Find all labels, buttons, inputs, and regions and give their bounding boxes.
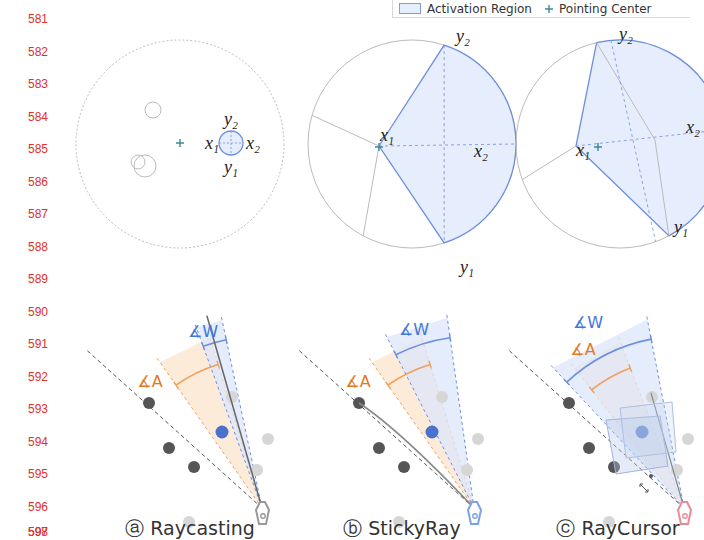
panel-caption: ⓑ StickyRay [343,519,461,538]
legend: Activation Region Pointing Center [392,0,690,18]
line-number: 582 [28,46,48,58]
axis-label: x₂ [246,134,260,152]
pointing-center [594,143,602,151]
legend-item: Activation Region [399,2,532,16]
legend-text: Pointing Center [559,2,652,16]
legend-text: Activation Region [427,2,532,16]
axis-label: x₁ [205,134,219,152]
angle-label: ∡W [573,315,603,331]
panel-caption: ⓐ Raycasting [125,519,255,538]
ray-panel [509,314,694,528]
line-number: 587 [28,208,48,220]
angle-label: ∡W [399,322,429,338]
axis-label: y₂ [619,25,633,43]
raycursor-region [516,40,704,248]
axis-label: x₁ [576,141,590,159]
line-number: 584 [28,111,48,123]
legend-item: Pointing Center [544,2,652,16]
line-number: 588 [28,241,48,253]
angle-label: ∡A [137,374,162,390]
axis-label: y₁ [674,218,688,236]
panel-caption: ⓒ RayCursor [556,519,679,538]
line-number: 596 [28,501,48,513]
line-number: 590 [28,306,48,318]
axis-label: y₂ [456,27,470,45]
axis-label: y₂ [224,110,238,128]
line-number: 592 [28,371,48,383]
pointing-center [176,139,184,147]
raycasting-region [76,40,284,248]
axis-label: x₁ [380,126,394,144]
line-number: 583 [28,78,48,90]
axis-label: y₁ [224,158,238,176]
line-number: 581 [28,13,48,25]
line-number: 589 [28,273,48,285]
angle-label: ∡A [345,374,370,390]
legend-symbol [544,4,554,14]
line-number: 598 [28,526,48,538]
stickyray-region [308,40,516,248]
pointing-center [375,143,383,151]
line-number: 595 [28,468,48,480]
line-number: 585 [28,143,48,155]
angle-label: ∡A [570,342,595,358]
ray-panel [87,314,274,528]
angle-label: ∡W [188,324,218,340]
line-number: 591 [28,338,48,350]
line-number: 586 [28,176,48,188]
legend-swatch [399,3,421,14]
axis-label: x₂ [686,118,700,136]
ray-panel [299,312,484,528]
axis-label: x₂ [474,142,488,160]
axis-label: y₁ [460,258,474,276]
line-number: 594 [28,436,48,448]
line-number: 593 [28,403,48,415]
